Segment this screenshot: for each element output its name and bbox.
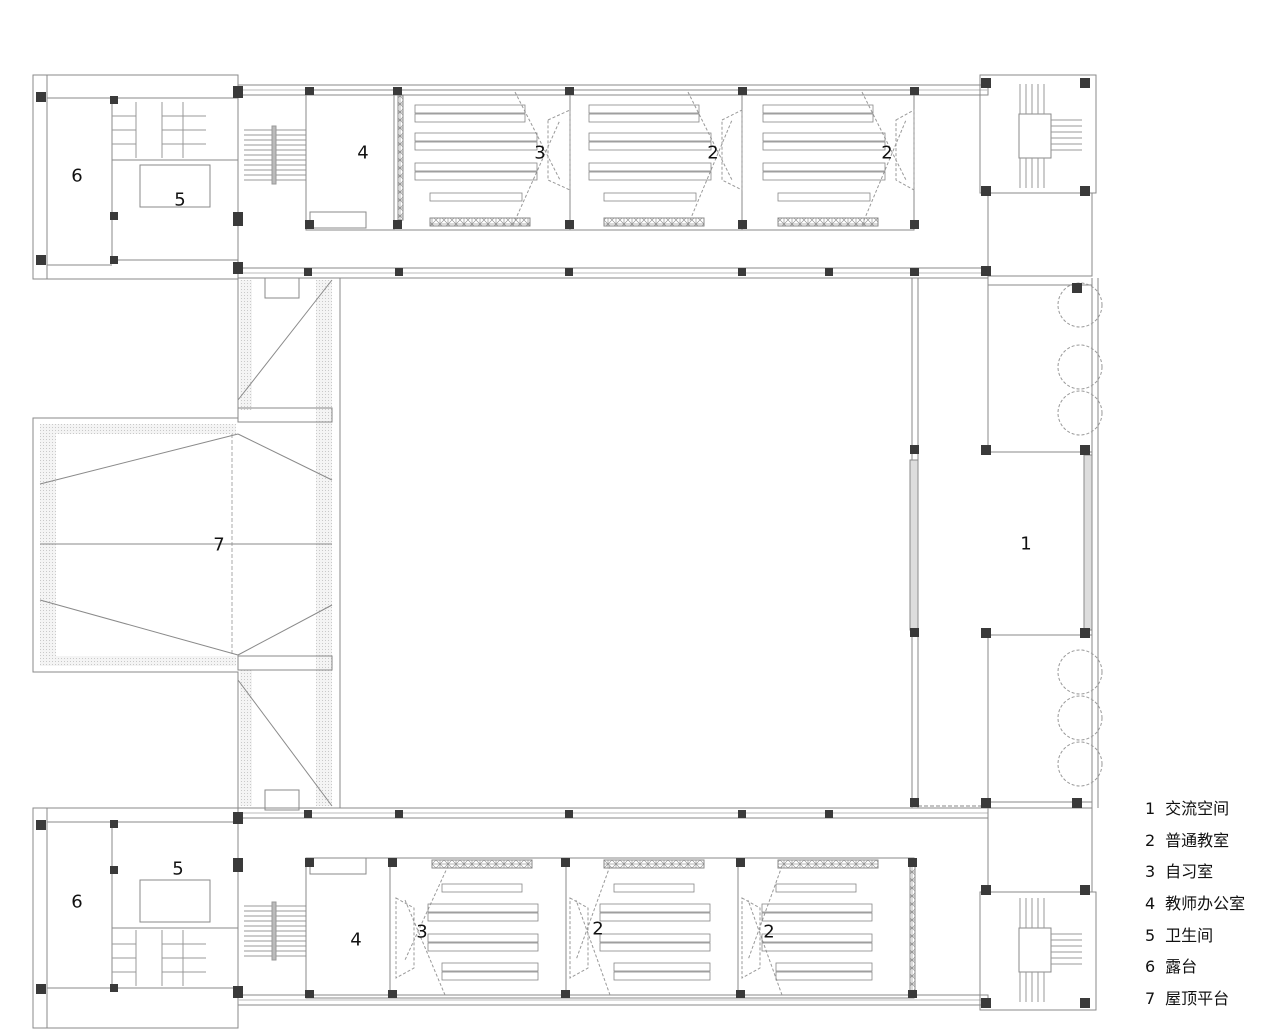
legend-number: 3 bbox=[1145, 862, 1156, 882]
legend-label: 屋顶平台 bbox=[1165, 989, 1230, 1009]
room-label-top-class-2: 2 bbox=[881, 142, 893, 164]
legend-label: 交流空间 bbox=[1165, 799, 1230, 818]
legend-item: 6 露台 bbox=[1145, 954, 1245, 986]
structural-columns bbox=[36, 78, 1090, 1008]
room-label-top-office: 4 bbox=[357, 142, 369, 164]
desks-bottom bbox=[427, 883, 873, 981]
legend-label: 教师办公室 bbox=[1165, 894, 1246, 914]
room-label-top-terrace: 6 bbox=[71, 165, 83, 187]
legend-label: 自习室 bbox=[1165, 862, 1214, 882]
top-wing bbox=[32, 74, 1097, 280]
legend-item: 4 教师办公室 bbox=[1145, 891, 1245, 923]
room-label-bottom-toilet: 5 bbox=[172, 858, 184, 880]
legend-number: 7 bbox=[1145, 989, 1156, 1009]
room-label-bottom-class-2: 2 bbox=[763, 921, 775, 943]
room-label-top-class-1: 2 bbox=[707, 142, 719, 164]
legend-item: 7 屋顶平台 bbox=[1145, 986, 1245, 1018]
legend-item: 2 普通教室 bbox=[1145, 828, 1245, 860]
legend-item: 3 自习室 bbox=[1145, 859, 1245, 891]
room-label-bottom-study: 3 bbox=[416, 921, 428, 943]
legend-number: 4 bbox=[1145, 894, 1156, 914]
legend-label: 卫生间 bbox=[1165, 925, 1214, 945]
legend-item: 5 卫生间 bbox=[1145, 923, 1245, 955]
legend-number: 5 bbox=[1145, 925, 1156, 945]
room-label-bottom-class-1: 2 bbox=[592, 918, 604, 940]
legend-number: 2 bbox=[1145, 830, 1156, 850]
room-label-bottom-terrace: 6 bbox=[71, 891, 83, 913]
room-label-bottom-office: 4 bbox=[350, 929, 362, 951]
desks-top bbox=[414, 104, 886, 202]
room-label-roof-terrace: 7 bbox=[213, 534, 225, 556]
bottom-wing bbox=[32, 807, 1097, 1029]
legend: 1 交流空间 2 普通教室 3 自习室 4 教师办公室 5 卫生间 6 露台 7… bbox=[1145, 796, 1245, 1018]
roof-terrace-area bbox=[32, 277, 341, 811]
right-wing bbox=[909, 277, 1103, 808]
legend-label: 露台 bbox=[1165, 957, 1198, 977]
room-label-exchange-space: 1 bbox=[1020, 533, 1032, 555]
legend-label: 普通教室 bbox=[1165, 830, 1230, 850]
courtyard bbox=[339, 277, 913, 809]
legend-number: 1 bbox=[1145, 799, 1156, 818]
room-label-top-toilet: 5 bbox=[174, 189, 186, 211]
legend-item: 1 交流空间 bbox=[1145, 796, 1245, 828]
room-label-top-study: 3 bbox=[534, 142, 546, 164]
legend-number: 6 bbox=[1145, 957, 1156, 977]
